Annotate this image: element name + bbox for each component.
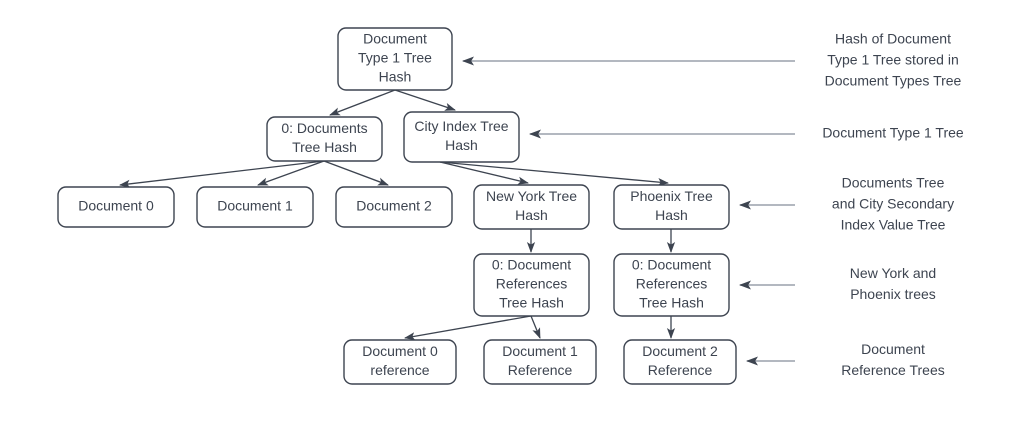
annotation-document-type-1-tree-text-line: Document Type 1 Tree <box>822 125 964 141</box>
node-document-1-box[interactable] <box>196 186 314 228</box>
node-new-york-document-references-tree-hash-label-line: References <box>496 276 568 292</box>
node-documents-tree-hash-label-line: Tree Hash <box>292 139 357 155</box>
annotation-document-type-1-tree: Document Type 1 Tree <box>529 125 964 141</box>
node-document-1-label-line: Document 1 <box>217 198 293 214</box>
node-document-0-box[interactable] <box>57 186 175 228</box>
node-document-0-reference[interactable]: Document 0 reference <box>343 339 457 385</box>
node-document-0-reference-box[interactable] <box>343 339 457 385</box>
node-document-2-reference-box[interactable] <box>623 339 737 385</box>
node-new-york-document-references-tree-hash-label-line: 0: Document <box>492 257 571 273</box>
edge-ny-refs-to-document-1-reference <box>530 315 541 339</box>
edge-documents-to-document-2 <box>323 160 389 186</box>
node-document-type-1-tree-hash-label-line: Hash <box>379 69 412 85</box>
node-document-type-1-tree-hash-label-line: Type 1 Tree <box>358 50 432 66</box>
node-document-2-reference-label-line: Reference <box>648 362 713 378</box>
annotation-documents-tree-and-city-secondary-index-value-tree-text-line: Documents Tree <box>842 175 945 191</box>
node-phoenix-document-references-tree-hash-label-line: Tree Hash <box>639 295 704 311</box>
edge-documents-to-document-1 <box>257 160 325 186</box>
node-phoenix-tree-hash-box[interactable] <box>613 184 730 230</box>
node-city-index-tree-hash-box[interactable] <box>403 111 520 163</box>
node-document-2-reference-label-line: Document 2 <box>642 343 718 359</box>
node-document-1-reference[interactable]: Document 1 Reference <box>483 339 597 385</box>
node-document-2-label-line: Document 2 <box>356 198 432 214</box>
node-documents-tree-hash-box[interactable] <box>266 116 383 162</box>
edge-type1-to-city-index <box>394 89 456 111</box>
annotation-new-york-and-phoenix-trees-text-line: New York and <box>850 265 936 281</box>
edge-city-index-to-phoenix <box>439 161 669 187</box>
annotation-hash-of-document-type-1-tree-text-line: Type 1 Tree stored in <box>827 52 959 68</box>
annotation-hash-of-document-type-1-tree-text-line: Hash of Document <box>835 31 951 47</box>
node-documents-tree-hash-label-line: 0: Documents <box>281 120 367 136</box>
node-new-york-tree-hash-label-line: Hash <box>515 207 548 223</box>
annotation-documents-tree-and-city-secondary-index-value-tree-text-line: Index Value Tree <box>841 217 946 233</box>
node-document-0-reference-label-line: reference <box>370 362 429 378</box>
edge-ny-refs-to-document-0-reference <box>404 315 532 341</box>
node-document-1-reference-box[interactable] <box>483 339 597 385</box>
node-document-0-label-line: Document 0 <box>78 198 154 214</box>
node-new-york-tree-hash-box[interactable] <box>473 184 590 230</box>
annotation-documents-tree-and-city-secondary-index-value-tree-text-line: and City Secondary <box>832 196 954 212</box>
annotation-document-reference-trees-text-line: Reference Trees <box>841 362 945 378</box>
edge-type1-to-documents-tree <box>329 89 396 116</box>
node-document-0-reference-label-line: Document 0 <box>362 343 438 359</box>
annotation-hash-of-document-type-1-tree-text-line: Document Types Tree <box>825 73 962 89</box>
node-document-0[interactable]: Document 0 <box>57 186 175 228</box>
node-document-2-reference[interactable]: Document 2 Reference <box>623 339 737 385</box>
node-phoenix-tree-hash-label-line: Hash <box>655 207 688 223</box>
node-document-1[interactable]: Document 1 <box>196 186 314 228</box>
node-city-index-tree-hash-label-line: City Index Tree <box>414 118 508 134</box>
node-document-1-reference-label-line: Reference <box>508 362 573 378</box>
node-phoenix-tree-hash-label-line: Phoenix Tree <box>630 188 713 204</box>
node-phoenix-document-references-tree-hash-label-line: References <box>636 276 708 292</box>
node-document-type-1-tree-hash-label-line: Document <box>363 31 427 47</box>
annotation-new-york-and-phoenix-trees-text-line: Phoenix trees <box>850 286 936 302</box>
node-phoenix-document-references-tree-hash-label-line: 0: Document <box>632 257 711 273</box>
edge-documents-to-document-0 <box>119 160 325 188</box>
node-new-york-document-references-tree-hash-label-line: Tree Hash <box>499 295 564 311</box>
node-new-york-tree-hash-label-line: New York Tree <box>486 188 577 204</box>
node-city-index-tree-hash-label-line: Hash <box>445 137 478 153</box>
edge-city-index-to-new-york <box>439 161 529 185</box>
node-document-2[interactable]: Document 2 <box>335 186 453 228</box>
tree-edge-layer <box>119 89 676 341</box>
node-document-1-reference-label-line: Document 1 <box>502 343 578 359</box>
node-phoenix-document-references-tree-hash-box[interactable] <box>613 253 730 317</box>
node-document-type-1-tree-hash-box[interactable] <box>337 27 453 91</box>
annotation-document-reference-trees-text-line: Document <box>861 341 925 357</box>
node-document-2-box[interactable] <box>335 186 453 228</box>
node-new-york-document-references-tree-hash-box[interactable] <box>473 253 590 317</box>
